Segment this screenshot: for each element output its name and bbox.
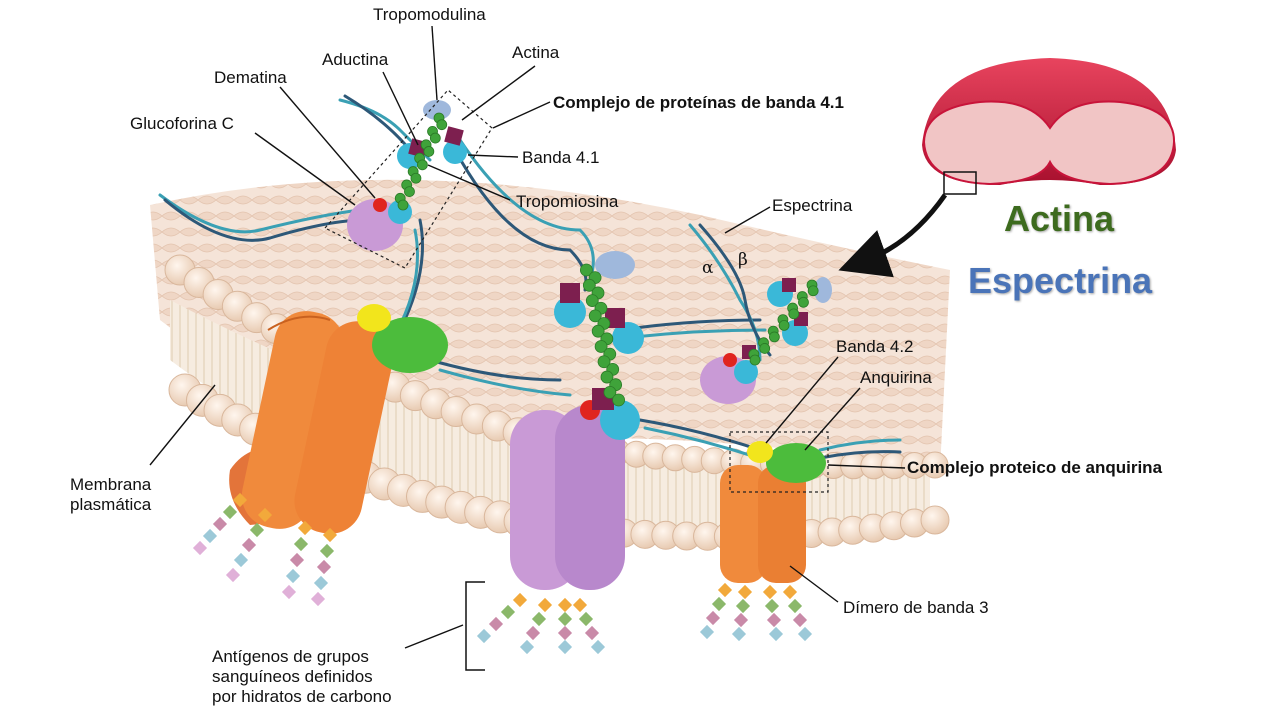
- label-banda42: Banda 4.2: [836, 337, 914, 357]
- sugar-residue: [798, 627, 812, 641]
- label-dematina: Dematina: [214, 68, 287, 88]
- sugar-residue: [538, 598, 552, 612]
- highlight-actina: Actina: [1004, 198, 1114, 240]
- sugar-residue: [558, 626, 572, 640]
- sugar-residue: [294, 537, 308, 551]
- sugar-residue: [320, 544, 334, 558]
- actin-bead: [750, 355, 760, 365]
- actin-bead: [404, 187, 414, 197]
- sugar-residue: [223, 505, 237, 519]
- sugar-residue: [532, 612, 546, 626]
- sugar-residue: [573, 598, 587, 612]
- sugar-residue: [501, 605, 515, 619]
- sugar-residue: [286, 569, 300, 583]
- sugar-residue: [591, 640, 605, 654]
- sugar-residue: [738, 585, 752, 599]
- sugar-residue: [788, 599, 802, 613]
- actin-bead: [417, 160, 427, 170]
- label-tropomiosina: Tropomiosina: [516, 192, 618, 212]
- sugar-residue: [520, 640, 534, 654]
- sugar-residue: [712, 597, 726, 611]
- sugar-residue: [579, 612, 593, 626]
- actin-bead: [789, 309, 799, 319]
- label-alpha: α: [702, 258, 713, 278]
- highlight-espectrina: Espectrina: [968, 260, 1152, 302]
- label-tropomodulina: Tropomodulina: [373, 5, 486, 25]
- sugar-residue: [193, 541, 207, 555]
- actin-bead: [769, 332, 779, 342]
- actin-bead: [430, 133, 440, 143]
- sugar-residue: [763, 585, 777, 599]
- sugar-residue: [242, 538, 256, 552]
- actin-bead: [411, 173, 421, 183]
- sugar-residue: [767, 613, 781, 627]
- sugar-residue: [585, 626, 599, 640]
- sugar-residue: [489, 617, 503, 631]
- sugar-residue: [732, 627, 746, 641]
- sugar-residue: [736, 599, 750, 613]
- label-banda41: Banda 4.1: [522, 148, 600, 168]
- sugar-residue: [793, 613, 807, 627]
- sugar-residue: [526, 626, 540, 640]
- sugar-residue: [203, 529, 217, 543]
- label-membrana: Membrana plasmática: [70, 475, 151, 515]
- sugar-residue: [769, 627, 783, 641]
- sugar-residue: [290, 553, 304, 567]
- actin-bead: [398, 200, 408, 210]
- antigen-bracket: [466, 582, 485, 670]
- sugar-residue: [558, 612, 572, 626]
- sugar-residue: [282, 585, 296, 599]
- label-beta: β: [738, 250, 748, 270]
- label-complejo-anquirina: Complejo proteico de anquirina: [907, 458, 1162, 478]
- label-aductina: Aductina: [322, 50, 388, 70]
- actin-bead: [613, 394, 625, 406]
- actin-bead: [798, 297, 808, 307]
- sugar-residue: [558, 598, 572, 612]
- label-anquirina: Anquirina: [860, 368, 932, 388]
- sugar-residue: [311, 592, 325, 606]
- sugar-residue: [513, 593, 527, 607]
- label-actina: Actina: [512, 43, 559, 63]
- actin-bead: [760, 343, 770, 353]
- label-dimero-banda3: Dímero de banda 3: [843, 598, 989, 618]
- red-blood-cell-inset: [922, 58, 1176, 194]
- actin-bead: [808, 286, 818, 296]
- sugar-residue: [226, 568, 240, 582]
- sugar-residue: [314, 576, 328, 590]
- sugar-residue: [477, 629, 491, 643]
- zoom-arrow: [862, 195, 945, 262]
- label-espectrina: Espectrina: [772, 196, 852, 216]
- label-complejo-banda41: Complejo de proteínas de banda 4.1: [553, 93, 844, 113]
- lipid-head: [921, 506, 949, 534]
- sugar-residue: [706, 611, 720, 625]
- sugar-residue: [734, 613, 748, 627]
- sugar-residue: [783, 585, 797, 599]
- sugar-residue: [317, 560, 331, 574]
- sugar-residue: [765, 599, 779, 613]
- actin-bead: [424, 146, 434, 156]
- sugar-residue: [213, 517, 227, 531]
- sugar-residue: [234, 553, 248, 567]
- sugar-residue: [718, 583, 732, 597]
- sugar-residue: [558, 640, 572, 654]
- label-antigenos: Antígenos de grupos sanguíneos definidos…: [212, 647, 392, 707]
- actin-bead: [437, 120, 447, 130]
- actin-bead: [779, 320, 789, 330]
- label-glucoforina: Glucoforina C: [130, 114, 234, 134]
- sugar-residue: [700, 625, 714, 639]
